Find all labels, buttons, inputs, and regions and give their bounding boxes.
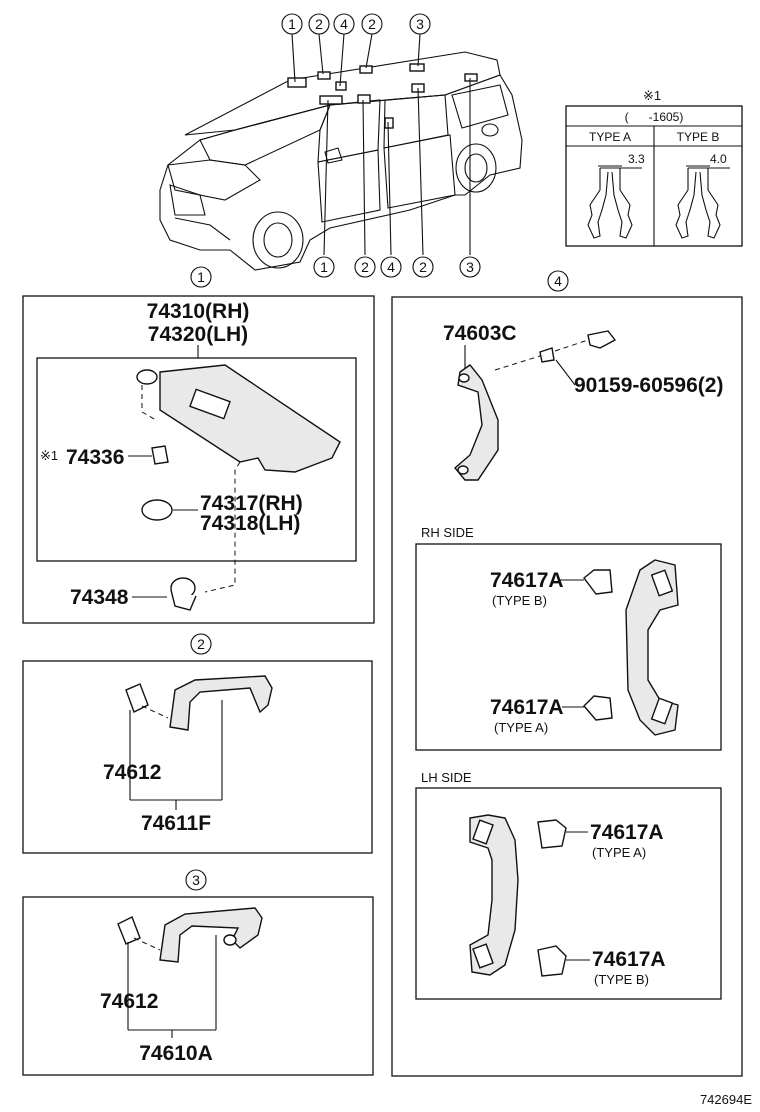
type-a-header: TYPE A	[589, 130, 631, 144]
grip-74610a	[159, 907, 263, 963]
lh-side-box	[415, 787, 722, 1000]
section-2-assist-grip: 2 74612 74611F	[22, 633, 373, 854]
part-74617a-rh-top: 74617A	[490, 569, 564, 592]
callout-4-top: 4	[340, 16, 348, 32]
clip-74336	[151, 445, 169, 465]
dim-type-b: 4.0	[710, 152, 727, 166]
callout-2-bottom: 2	[361, 259, 369, 275]
screw-90159	[539, 347, 555, 363]
cap-rh-bottom	[583, 695, 613, 721]
section-3-assist-grip: 3 74612 74610A	[22, 869, 374, 1076]
clip-head	[587, 330, 617, 349]
car-callouts-top: 1 2 4 2 3	[281, 13, 431, 35]
car-callouts-bottom: 1 2 4 2 3	[313, 256, 481, 278]
type-b-rh-top: (TYPE B)	[492, 593, 547, 608]
section-2-callout: 2	[197, 636, 205, 652]
cap-lh-top	[537, 819, 567, 849]
cap-rh-top	[583, 569, 613, 595]
rh-side-box	[415, 543, 722, 751]
section-1-callout: 1	[197, 269, 205, 285]
part-74617a-rh-bottom: 74617A	[490, 696, 564, 719]
part-74612-b: 74612	[100, 990, 158, 1013]
callout-4-bottom: 4	[387, 259, 395, 275]
dim-type-a: 3.3	[628, 152, 645, 166]
callout-3-top: 3	[416, 16, 424, 32]
grip-lh-side	[469, 814, 519, 976]
callout-1-bottom: 1	[320, 259, 328, 275]
sun-visor-shape	[159, 364, 341, 473]
cap-lh-bottom	[537, 945, 567, 977]
type-b-lh-bottom: (TYPE B)	[594, 972, 649, 987]
vehicle-illustration	[159, 33, 523, 271]
type-a-lh-top: (TYPE A)	[592, 845, 646, 860]
part-74612-a: 74612	[103, 761, 161, 784]
grip-74611f	[169, 675, 273, 731]
type-a-rh-bottom: (TYPE A)	[494, 720, 548, 735]
rh-side-label: RH SIDE	[421, 525, 474, 540]
callout-3-bottom: 3	[466, 259, 474, 275]
part-74617a-lh-bottom: 74617A	[592, 948, 666, 971]
diagram-code: 742694E	[700, 1092, 752, 1107]
note-range: ( -1605)	[625, 110, 684, 124]
callout-1-top: 1	[288, 16, 296, 32]
clip-74612-b	[117, 916, 141, 945]
grip-74603c	[454, 364, 499, 481]
part-74310-rh: 74310(RH)	[147, 300, 250, 323]
part-74617a-lh-top: 74617A	[590, 821, 664, 844]
part-74336: 74336	[66, 446, 124, 469]
note-mark: ※1	[40, 448, 58, 463]
callout-2-top: 2	[315, 16, 323, 32]
clip-74612-a	[125, 683, 149, 713]
part-74611f: 74611F	[141, 812, 211, 835]
section-3-callout: 3	[192, 872, 200, 888]
callout-2b-bottom: 2	[419, 259, 427, 275]
note-symbol: ※1	[643, 88, 661, 103]
part-74603c: 74603C	[443, 322, 517, 345]
section-4-callout: 4	[554, 273, 562, 289]
part-74320-lh: 74320(LH)	[148, 323, 248, 346]
part-74318-lh: 74318(LH)	[200, 512, 300, 535]
part-74348: 74348	[70, 586, 129, 609]
part-74317-rh: 74317(RH)	[200, 492, 303, 515]
clip-type-note-table: ※1 ( -1605) TYPE A TYPE B 3.3 4.0	[565, 88, 743, 247]
callout-2b-top: 2	[368, 16, 376, 32]
part-74610a: 74610A	[139, 1042, 213, 1065]
clip-74317	[141, 499, 173, 521]
lh-side-label: LH SIDE	[421, 770, 472, 785]
part-90159-60596: 90159-60596(2)	[574, 374, 723, 397]
type-b-header: TYPE B	[677, 130, 720, 144]
section-4-assist-grip: 4 74603C 90159-60596(2) RH SIDE 74617A (…	[391, 270, 743, 1077]
section-1-sun-visor: 1 74310(RH) 74320(LH) ※1 74336 74317(RH)…	[22, 266, 375, 624]
